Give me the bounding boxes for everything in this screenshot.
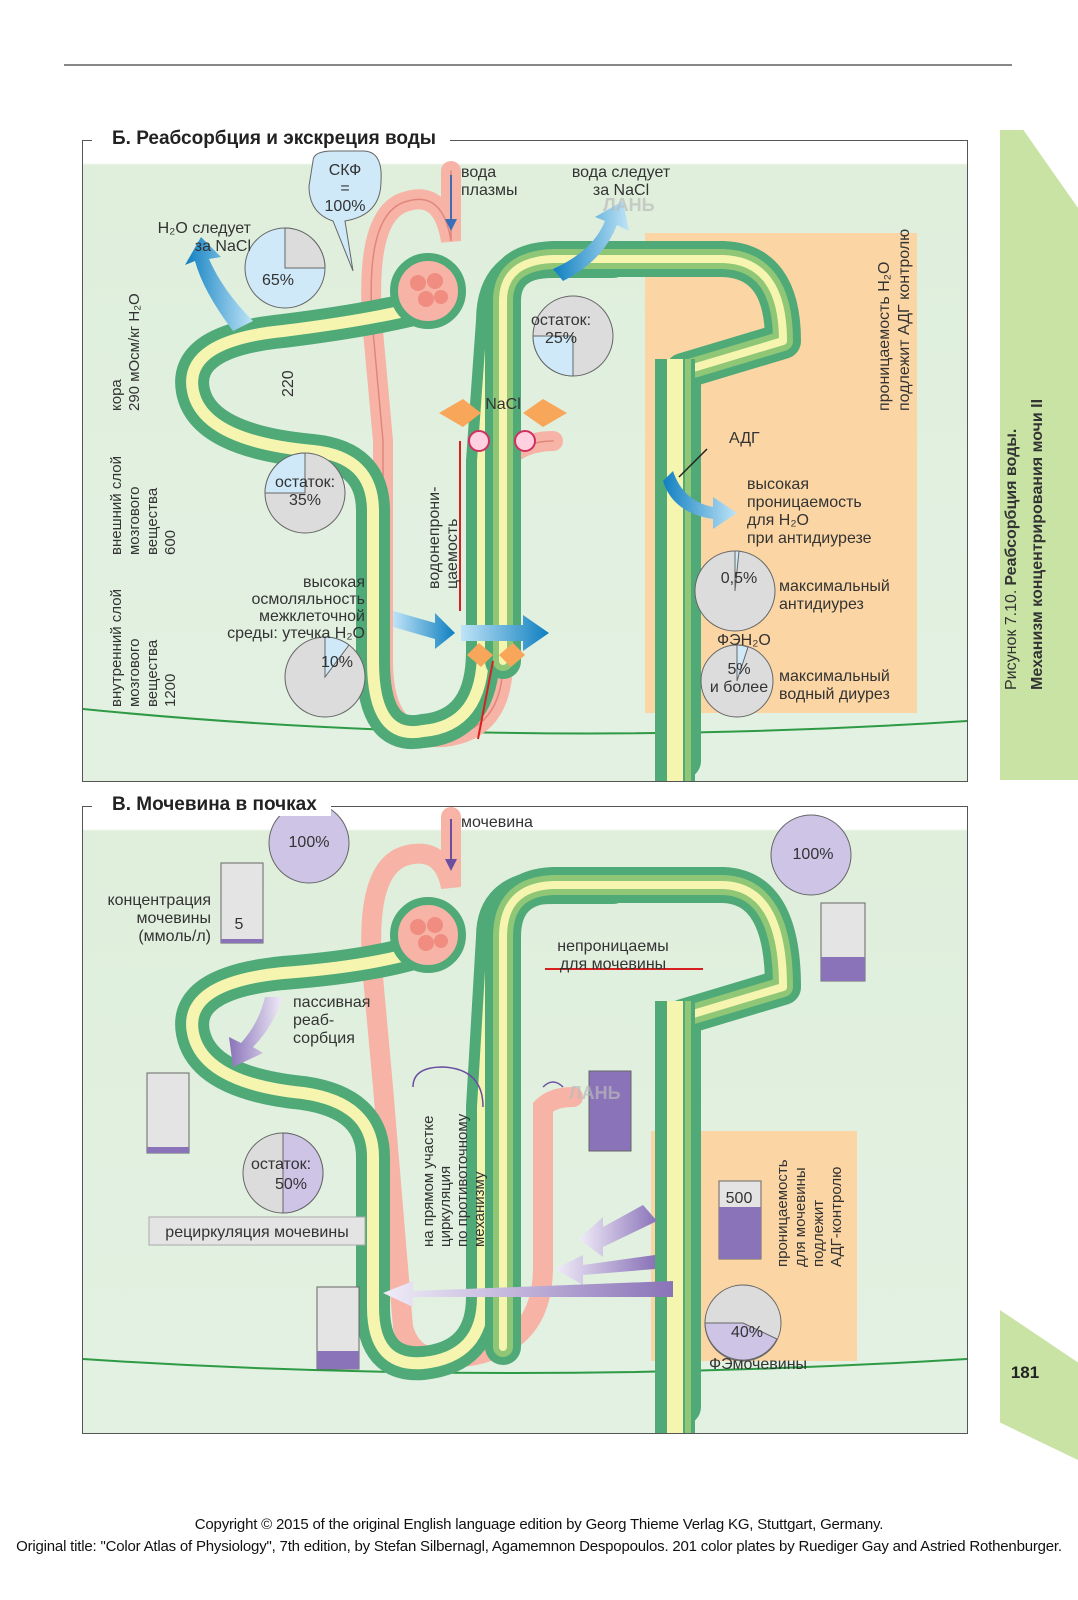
bar-5 <box>220 862 264 944</box>
page-tab <box>1000 1310 1078 1460</box>
figure-b-title: Б. Реабсорбция и экскреция воды <box>92 128 451 150</box>
fe-h2o-label: ФЭH₂O <box>717 632 771 649</box>
bar-500 <box>718 1180 762 1260</box>
pie-65 <box>244 227 326 309</box>
recirculation-arrow <box>383 1281 673 1307</box>
watermark: ЛАНЬ <box>603 195 655 215</box>
watermark: ЛАНЬ <box>569 1083 621 1103</box>
page-number: 181 <box>1010 1363 1040 1382</box>
pie-35 <box>264 452 346 534</box>
side-caption: Рисунок 7.10.Реабсорбция воды. Механизм … <box>1003 399 1046 690</box>
pie-gfr <box>308 150 382 272</box>
inner-medulla-label: внутренний слоймозговоговещества1200 <box>108 589 179 707</box>
pct-40-label: 40% <box>731 1324 763 1341</box>
remainder-35-label: остаток:35% <box>275 474 335 509</box>
medulla-boundary-line <box>83 708 967 735</box>
side-tab <box>1000 130 1078 780</box>
bar-proximal <box>146 1072 190 1154</box>
urea-in-arrow-head <box>445 859 457 871</box>
water-out-arrow-left <box>185 237 253 331</box>
caption-line-2: Механизм концентрирования мочи II <box>1029 399 1046 690</box>
pct-100-left: 100% <box>289 834 330 851</box>
water-out-arrow-right <box>553 201 629 281</box>
fe-urea-label: ФЭмочевины <box>709 1356 807 1373</box>
water-leak-arrow-right <box>461 615 549 651</box>
remainder-50-label: остаток:50% <box>251 1156 311 1193</box>
gfr-label: СКФ=100% <box>325 162 366 215</box>
plasma-arrow-head <box>445 219 457 231</box>
passive-reabsorption-arrow <box>229 997 283 1067</box>
cortex-label: кора290 мОсм/кг H₂O <box>108 293 143 411</box>
pump-left-icon <box>468 430 490 452</box>
caption-line-1: Рисунок 7.10.Реабсорбция воды. <box>1003 429 1020 690</box>
countercurrent-loop-right <box>542 1081 564 1088</box>
adh-label: АДГ <box>729 430 760 447</box>
pump-right-icon <box>514 430 536 452</box>
countercurrent-loop <box>412 1066 484 1108</box>
copyright-line-2: Original title: "Color Atlas of Physiolo… <box>16 1538 1062 1555</box>
pct-10-label: 10% <box>321 654 353 671</box>
adh-urea-label: проницаемостьдля мочевиныподлежитАДГ-кон… <box>774 1159 845 1267</box>
remainder-25-label: остаток:25% <box>531 312 591 347</box>
nacl-arrows <box>439 399 567 667</box>
collecting-duct <box>655 359 695 781</box>
impermeable-line-lower <box>477 660 494 740</box>
bar-distal <box>820 902 866 982</box>
pie-50 <box>242 1132 324 1214</box>
pct-65-label: 65% <box>262 272 294 289</box>
pct-100-right: 100% <box>793 846 834 863</box>
distal-tubule <box>485 241 801 779</box>
nacl-label: NaCl <box>485 396 521 413</box>
bar-cortical-duct <box>588 1070 632 1152</box>
pie-100-left <box>268 807 350 884</box>
outer-medulla-label: внешний слоймозговоговещества600 <box>108 456 179 555</box>
collecting-duct <box>655 1001 695 1433</box>
pct-05-label: 0,5% <box>721 570 757 587</box>
recirculation-box <box>148 1216 366 1246</box>
pie-10 <box>284 636 366 718</box>
bar-loop <box>316 1286 360 1370</box>
proximal-tubule <box>175 870 630 1381</box>
pie-05 <box>694 550 776 632</box>
pct-5-label: 5%и более <box>710 661 768 696</box>
val-5: 5 <box>235 916 244 933</box>
adh-pointer <box>678 448 708 478</box>
pie-100-right <box>770 814 852 896</box>
urea-label: мочевина <box>461 814 533 831</box>
adh-water-arrow <box>663 471 737 529</box>
water-leak-arrow-left <box>393 611 455 649</box>
urea-out-arrow-mid <box>555 1255 655 1285</box>
water-impermeable-label: водонепрони-цаемость <box>426 487 461 589</box>
glomerulus <box>390 253 466 329</box>
top-rule <box>64 64 1012 66</box>
copyright-line-1: Copyright © 2015 of the original English… <box>194 1516 884 1533</box>
label-220: 220 <box>280 370 297 397</box>
pie-5 <box>700 644 774 718</box>
val-500: 500 <box>726 1190 753 1207</box>
distal-tubule <box>485 867 801 1425</box>
glomerulus <box>390 897 466 973</box>
medulla-boundary-line <box>83 1358 967 1374</box>
urea-out-arrow-upper <box>579 1205 657 1257</box>
countercurrent-label: на прямом участкециркуляцияпо противоточ… <box>420 1113 488 1247</box>
recirculation-label: рециркуляция мочевины <box>165 1224 348 1241</box>
pie-40 <box>704 1284 782 1362</box>
figure-v-title: В. Мочевина в почках <box>92 794 331 816</box>
pie-25 <box>532 295 614 377</box>
